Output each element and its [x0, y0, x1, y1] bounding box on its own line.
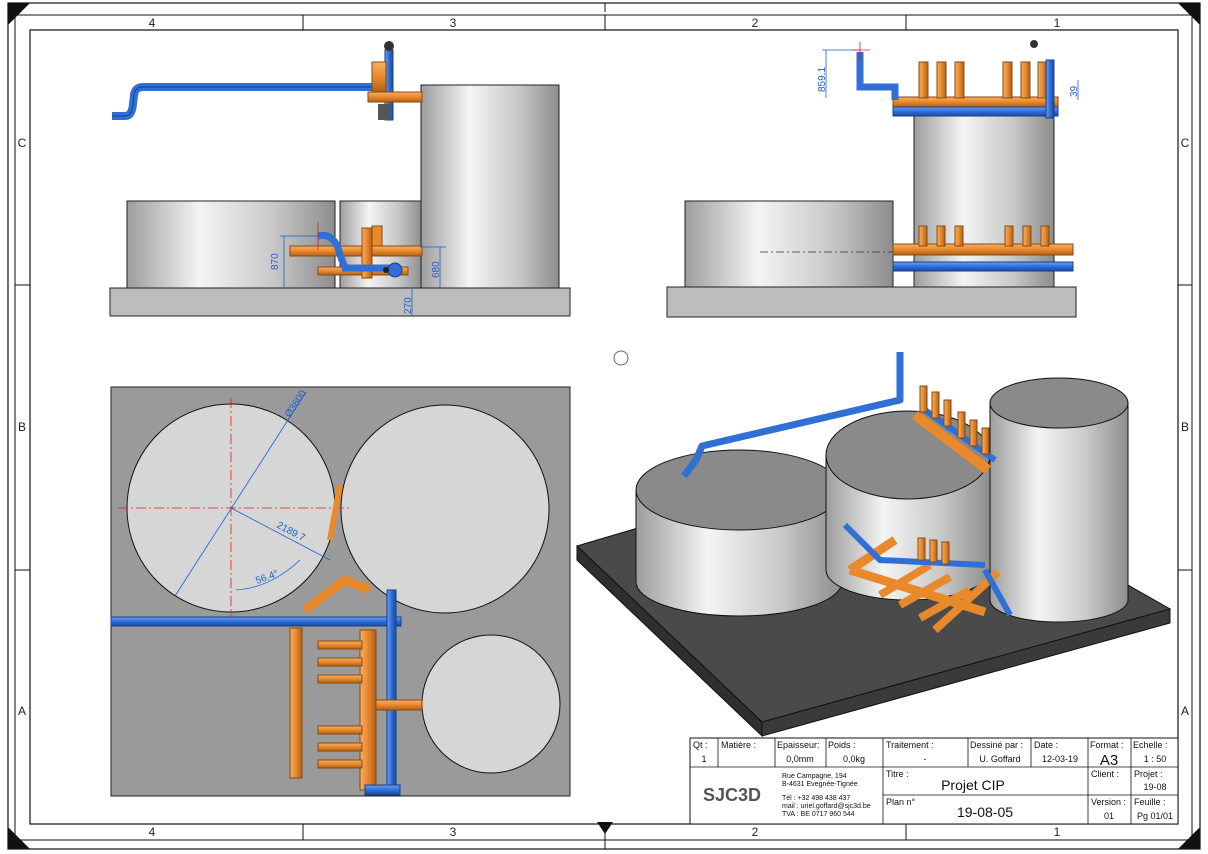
- front-view: 870 680 270: [109, 41, 571, 317]
- label-version: Version :: [1091, 797, 1126, 807]
- label-client: Client :: [1091, 769, 1119, 779]
- value-poids: 0,0kg: [843, 754, 865, 764]
- zone-col-bottom-3: 1: [1054, 825, 1061, 839]
- address-line-2: B-4631 Evegnée-Tignée: [782, 781, 858, 788]
- iso-view: [576, 352, 1172, 738]
- zone-col-bottom-1: 3: [450, 825, 457, 839]
- side-tank-tall: [913, 107, 1055, 288]
- zone-row-left-1: B: [18, 420, 26, 434]
- label-format: Format :: [1090, 740, 1124, 750]
- label-epaisseur: Epaisseur:: [777, 740, 820, 750]
- side-tank-short: [684, 200, 894, 288]
- company-mail: mail : uriel.goffard@sjc3d.be: [782, 803, 871, 810]
- label-feuille: Feuille :: [1134, 797, 1166, 807]
- value-titre: Projet CIP: [941, 777, 1005, 793]
- front-tank-tall: [420, 84, 560, 289]
- outer-frame: [7, 2, 1201, 850]
- label-dessine-par: Dessiné par :: [970, 740, 1023, 750]
- title-block: Qt : 1 Matière : Epaisseur: 0,0mm Poids …: [689, 737, 1179, 825]
- front-tank-left: [126, 200, 336, 289]
- zone-col-top-0: 4: [149, 16, 156, 30]
- zone-row-right-0: C: [1181, 136, 1190, 150]
- zone-row-right-1: B: [1181, 420, 1189, 434]
- label-matiere: Matière :: [721, 740, 756, 750]
- dim-front-pipe-height: 870: [270, 253, 281, 270]
- company-tel: Tél : +32 498 438 437: [782, 795, 850, 802]
- side-view: 859.1 39: [666, 40, 1080, 318]
- value-qt: 1: [701, 754, 706, 764]
- dim-front-tank-height: 680: [431, 261, 442, 278]
- plan-tank-3: [421, 634, 561, 774]
- zone-col-bottom-0: 4: [149, 825, 156, 839]
- datum-circle: [613, 350, 629, 366]
- label-date: Date :: [1034, 740, 1058, 750]
- zone-col-top-3: 1: [1054, 16, 1061, 30]
- label-projet: Projet :: [1134, 769, 1163, 779]
- zone-col-top-2: 2: [752, 16, 759, 30]
- value-version: 01: [1104, 811, 1114, 821]
- address-line-1: Rue Campagne, 194: [782, 773, 847, 780]
- label-titre: Titre :: [886, 769, 909, 779]
- label-traitement: Traitement :: [886, 740, 934, 750]
- company-tva: TVA : BE 0717 960 544: [782, 811, 855, 818]
- zone-row-right-2: A: [1181, 704, 1189, 718]
- plan-view: Ø3600 2189.7 56.4°: [110, 386, 571, 797]
- zone-col-top-1: 3: [450, 16, 457, 30]
- label-poids: Poids :: [828, 740, 856, 750]
- value-echelle: 1 : 50: [1144, 754, 1167, 764]
- value-format: A3: [1100, 752, 1118, 769]
- company-logo: SJC3D: [703, 785, 761, 805]
- value-projet: 19-08: [1143, 782, 1166, 792]
- plan-tank-2: [340, 404, 550, 614]
- value-plan: 19-08-05: [957, 804, 1013, 820]
- label-plan: Plan n°: [886, 797, 916, 807]
- zone-row-left-0: C: [18, 136, 27, 150]
- dim-side-riser-height: 859.1: [817, 67, 828, 92]
- value-feuille: Pg 01/01: [1137, 811, 1173, 821]
- label-echelle: Echelle :: [1133, 740, 1168, 750]
- side-base: [666, 286, 1077, 318]
- value-dessine-par: U. Goffard: [979, 754, 1020, 764]
- dim-front-base-height: 270: [403, 297, 414, 314]
- value-traitement: -: [924, 754, 927, 764]
- zone-col-bottom-2: 2: [752, 825, 759, 839]
- iso-tank-tall: [989, 402, 1129, 623]
- label-qt: Qt :: [693, 740, 708, 750]
- dim-side-manifold-offset: 39: [1069, 85, 1080, 97]
- value-date: 12-03-19: [1042, 754, 1078, 764]
- value-epaisseur: 0,0mm: [786, 754, 814, 764]
- front-base: [109, 287, 571, 317]
- zone-row-left-2: A: [18, 704, 26, 718]
